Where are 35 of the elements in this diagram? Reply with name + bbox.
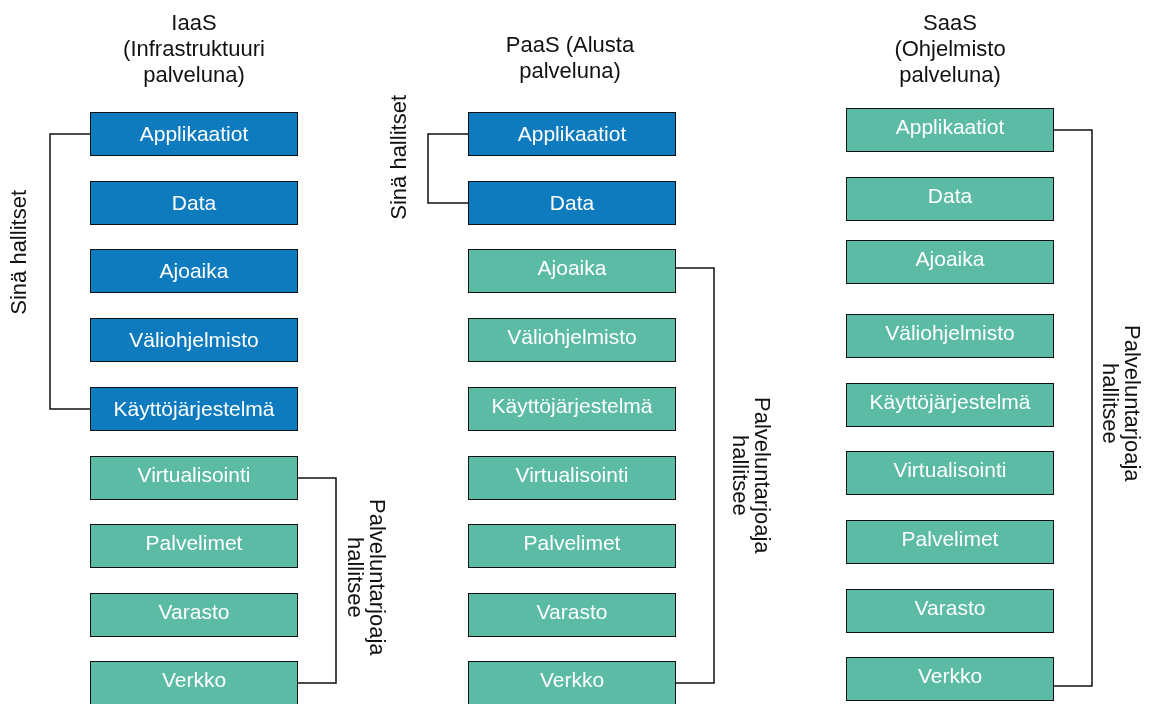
layer-box: Verkko (90, 661, 298, 704)
column-heading: SaaS (Ohjelmisto palveluna) (893, 10, 1007, 88)
layer-box: Applikaatiot (846, 108, 1054, 152)
layer-box: Ajoaika (846, 240, 1054, 284)
bracket-label: Palveluntarjoaja hallitsee (729, 396, 773, 556)
layer-box: Data (468, 181, 676, 225)
layer-box: Palvelimet (468, 524, 676, 568)
layer-box: Väliohjelmisto (846, 314, 1054, 358)
layer-box: Palvelimet (846, 520, 1054, 564)
bracket-label: Palveluntarjoaja hallitsee (344, 498, 388, 658)
layer-box: Applikaatiot (90, 112, 298, 156)
layer-box: Verkko (468, 661, 676, 704)
layer-box: Virtualisointi (468, 456, 676, 500)
layer-box: Virtualisointi (90, 456, 298, 500)
layer-box: Data (846, 177, 1054, 221)
layer-box: Varasto (468, 593, 676, 637)
layer-box: Ajoaika (468, 249, 676, 293)
layer-box: Ajoaika (90, 249, 298, 293)
layer-box: Väliohjelmisto (468, 318, 676, 362)
layer-box: Verkko (846, 657, 1054, 701)
layer-box: Applikaatiot (468, 112, 676, 156)
layer-box: Varasto (90, 593, 298, 637)
column-heading: PaaS (Alusta palveluna) (504, 32, 636, 84)
layer-box: Data (90, 181, 298, 225)
layer-box: Käyttöjärjestelmä (846, 383, 1054, 427)
layer-box: Virtualisointi (846, 451, 1054, 495)
column-heading: IaaS (Infrastruktuuri palveluna) (122, 10, 266, 88)
layer-box: Palvelimet (90, 524, 298, 568)
layer-box: Käyttöjärjestelmä (468, 387, 676, 431)
bracket-label: Palveluntarjoaja hallitsee (1099, 324, 1143, 484)
layer-box: Väliohjelmisto (90, 318, 298, 362)
bracket-label: Sinä hallitset (8, 190, 30, 315)
bracket-label: Sinä hallitset (388, 95, 410, 220)
layer-box: Varasto (846, 589, 1054, 633)
layer-box: Käyttöjärjestelmä (90, 387, 298, 431)
